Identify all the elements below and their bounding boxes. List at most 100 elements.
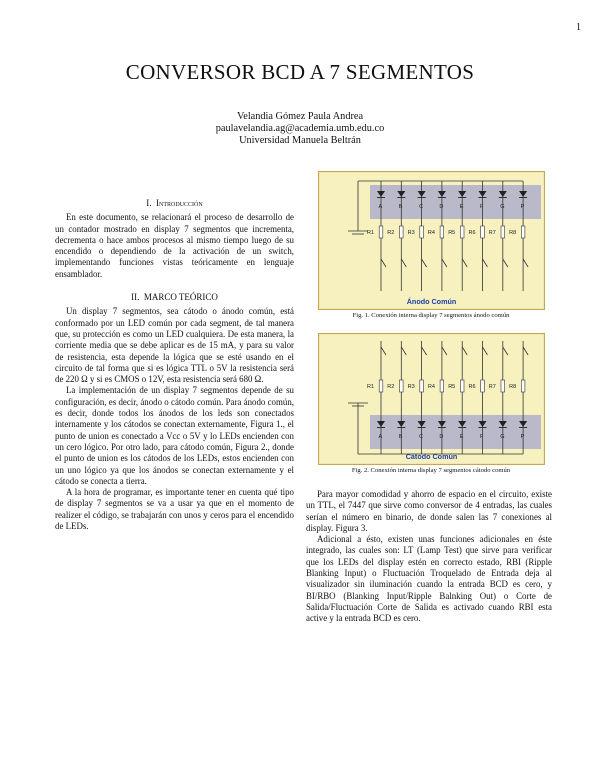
led-diode-icon bbox=[397, 421, 406, 427]
resistor-icon bbox=[500, 225, 505, 239]
segment-label: G bbox=[500, 204, 504, 210]
switch-icon bbox=[502, 346, 509, 356]
segment-label: B bbox=[399, 434, 403, 440]
resistor-icon bbox=[480, 225, 485, 239]
resistor-icon bbox=[399, 225, 404, 239]
led-band bbox=[370, 185, 541, 219]
resistor-label: R8 bbox=[509, 230, 516, 236]
switch-icon bbox=[461, 346, 468, 356]
led-diode-icon bbox=[397, 191, 406, 197]
paragraph: La implementación de un display 7 segmen… bbox=[55, 385, 294, 486]
section-heading-marco: II. MARCO TEÓRICO bbox=[55, 292, 294, 303]
resistor-label: R4 bbox=[428, 384, 435, 390]
switch-icon bbox=[482, 346, 488, 356]
resistor-icon bbox=[521, 379, 526, 393]
switch-icon bbox=[441, 258, 448, 268]
switch-icon bbox=[441, 346, 448, 356]
figure-1-caption: Fig. 1. Conexión interna display 7 segme… bbox=[352, 312, 510, 319]
segment-label: G bbox=[500, 434, 504, 440]
led-band bbox=[370, 415, 541, 449]
switch-icon bbox=[421, 258, 427, 268]
right-column: Para mayor comodidad y ahorro de espacio… bbox=[306, 489, 552, 625]
segment-label: E bbox=[460, 204, 464, 210]
led-diode-icon bbox=[519, 191, 528, 197]
resistor-label: R4 bbox=[428, 230, 435, 236]
segment-label: E bbox=[460, 434, 464, 440]
resistor-label: R6 bbox=[469, 230, 476, 236]
led-diode-icon bbox=[478, 191, 487, 197]
segment-label: D bbox=[439, 204, 443, 210]
resistor-label: R7 bbox=[489, 384, 496, 390]
segment-label: F bbox=[480, 434, 484, 440]
page-number: 1 bbox=[576, 22, 581, 33]
page-title: CONVERSOR BCD A 7 SEGMENTOS bbox=[125, 60, 475, 84]
switch-icon bbox=[482, 258, 488, 268]
resistor-icon bbox=[500, 379, 505, 393]
resistor-label: R1 bbox=[367, 384, 374, 390]
switch-icon bbox=[421, 346, 427, 356]
segment-label: A bbox=[379, 204, 383, 210]
led-diode-icon bbox=[478, 421, 487, 427]
paragraph: En este documento, se relacionará el pro… bbox=[55, 212, 294, 279]
resistor-icon bbox=[399, 379, 404, 393]
switch-icon bbox=[522, 258, 529, 268]
author-name: Velandia Gómez Paula Andrea bbox=[236, 111, 364, 122]
led-diode-icon bbox=[377, 421, 385, 427]
section-title: MARCO TEÓRICO bbox=[143, 292, 218, 303]
switch-icon bbox=[380, 258, 387, 268]
section-number: II. bbox=[131, 292, 140, 303]
led-diode-icon bbox=[458, 191, 467, 197]
left-column: I. Introducción En este documento, se re… bbox=[55, 198, 294, 532]
resistor-label: R2 bbox=[387, 384, 394, 390]
switch-icon bbox=[400, 258, 407, 268]
resistor-label: R7 bbox=[489, 230, 496, 236]
section-heading-intro: I. Introducción bbox=[55, 198, 294, 209]
section-title: Introducción bbox=[156, 198, 203, 208]
switch-icon bbox=[461, 258, 468, 268]
switch-icon bbox=[400, 346, 407, 356]
segment-label: P bbox=[521, 434, 525, 440]
segment-label: F bbox=[480, 204, 484, 210]
led-diode-icon bbox=[437, 191, 446, 197]
resistor-label: R2 bbox=[387, 230, 394, 236]
paragraph: Para mayor comodidad y ahorro de espacio… bbox=[306, 489, 552, 533]
segment-label: B bbox=[399, 204, 403, 210]
resistor-icon bbox=[378, 379, 384, 393]
switch-icon bbox=[380, 346, 387, 356]
resistor-icon bbox=[439, 379, 444, 393]
paragraph: A la hora de programar, es importante te… bbox=[55, 487, 294, 532]
resistor-icon bbox=[419, 225, 424, 239]
led-diode-icon bbox=[377, 191, 385, 197]
segment-label: C bbox=[419, 434, 423, 440]
switch-icon bbox=[522, 346, 529, 356]
resistor-label: R5 bbox=[448, 230, 455, 236]
resistor-icon bbox=[480, 379, 485, 393]
led-diode-icon bbox=[498, 421, 507, 427]
figure-label: Cátodo Común bbox=[406, 452, 458, 461]
paragraph: Adicional a ésto, existen unas funciones… bbox=[306, 534, 552, 624]
resistor-label: R3 bbox=[408, 230, 415, 236]
segment-label: D bbox=[439, 434, 443, 440]
resistor-icon bbox=[460, 379, 465, 393]
resistor-label: R3 bbox=[408, 384, 415, 390]
paragraph: Un display 7 segmentos, sea cátodo o áno… bbox=[55, 306, 294, 385]
switch-icon bbox=[502, 258, 509, 268]
figure-2-caption: Fig. 2. Conexión interna display 7 segme… bbox=[351, 467, 511, 474]
resistor-label: R6 bbox=[469, 384, 476, 390]
led-diode-icon bbox=[417, 191, 426, 197]
figure-label: Ánodo Común bbox=[407, 297, 457, 306]
resistor-icon bbox=[439, 225, 444, 239]
segment-label: A bbox=[379, 434, 383, 440]
author-email: paulavelandia.ag@academia.umb.edu.co bbox=[215, 123, 385, 134]
author-affiliation: Universidad Manuela Beltrán bbox=[239, 135, 361, 146]
resistor-icon bbox=[521, 225, 526, 239]
led-diode-icon bbox=[458, 421, 467, 427]
resistor-icon bbox=[460, 225, 465, 239]
resistor-icon bbox=[419, 379, 424, 393]
led-diode-icon bbox=[437, 421, 446, 427]
resistor-label: R5 bbox=[448, 384, 455, 390]
resistor-label: R8 bbox=[509, 384, 516, 390]
resistor-label: R1 bbox=[367, 230, 374, 236]
segment-label: P bbox=[521, 204, 525, 210]
